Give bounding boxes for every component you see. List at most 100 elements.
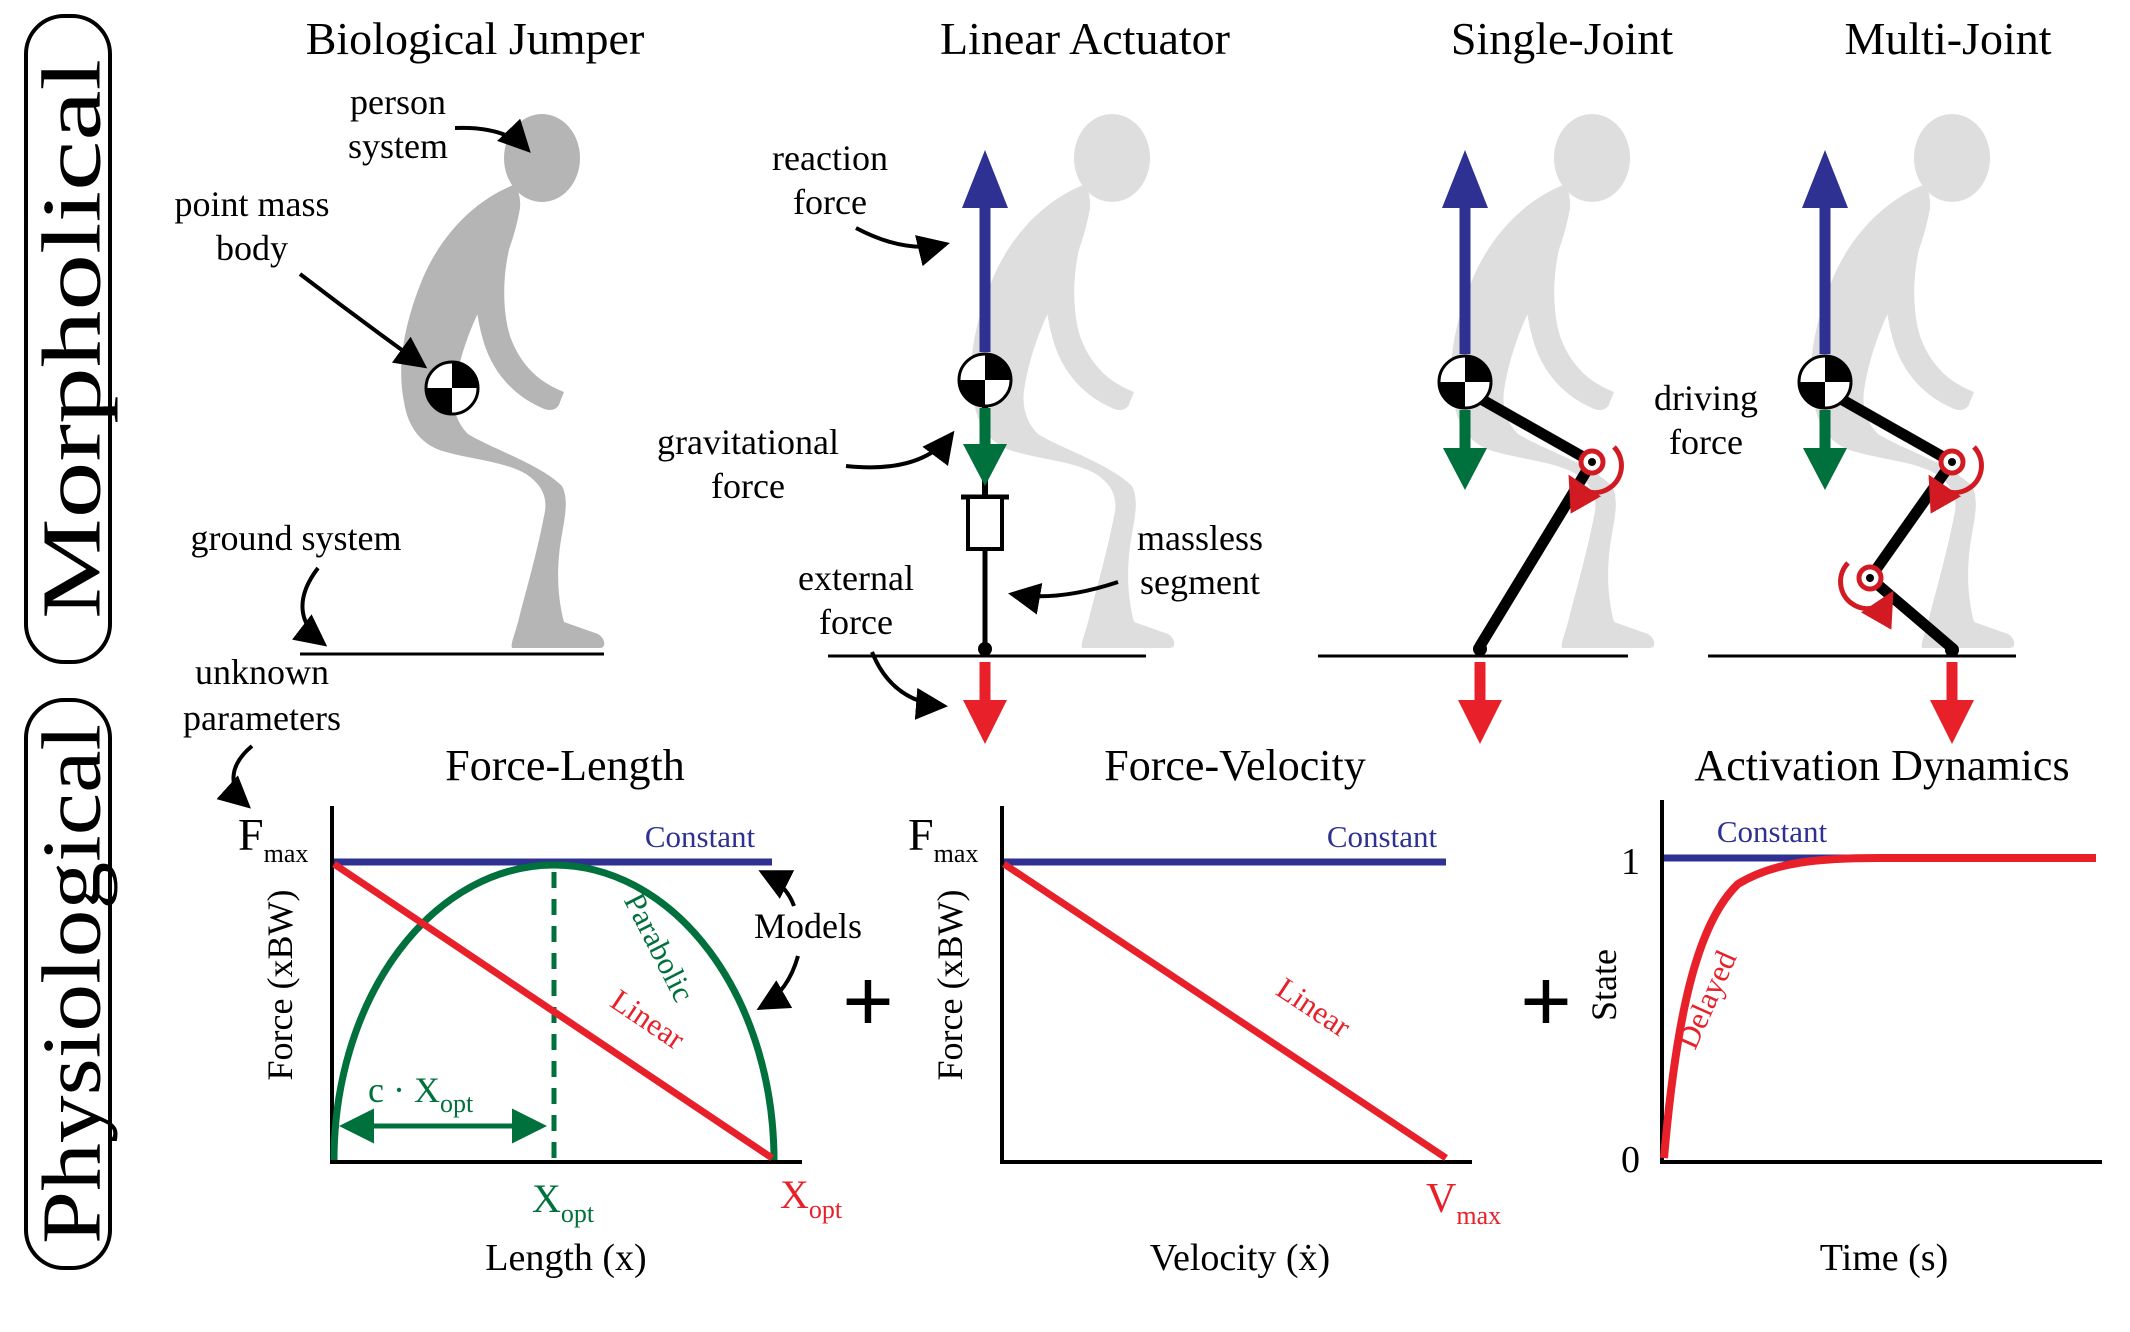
fv-x-label: Velocity (ẋ): [1150, 1237, 1330, 1279]
external-force-arrow-head-4: [1930, 700, 1974, 744]
fl-xopt-green-sub: opt: [561, 1199, 595, 1228]
driving-force-label-2: force: [1669, 422, 1743, 462]
panel-title-biological: Biological Jumper: [306, 13, 645, 64]
fl-xopt-green-label: Xopt: [532, 1176, 595, 1228]
ad-x-label: Time (s): [1820, 1237, 1948, 1279]
fl-xopt-red-label: Xopt: [780, 1172, 843, 1224]
point-mass-arrow: [298, 272, 428, 369]
gravitational-force-label-2: force: [711, 466, 785, 506]
person-system-label-1: person: [350, 82, 446, 122]
plot-force-length: Force-Length Fmax Force (xBW) Length (x)…: [238, 741, 862, 1279]
fl-constant-label: Constant: [645, 819, 756, 854]
ad-tick-one: 1: [1621, 841, 1640, 883]
external-force-pointer: [870, 651, 948, 720]
force-velocity-title: Force-Velocity: [1104, 741, 1365, 790]
fl-c-xopt-label: c · Xopt: [368, 1070, 474, 1118]
fl-xopt-green-base: X: [532, 1176, 561, 1221]
point-mass-label-1: point mass: [174, 184, 329, 224]
panel-linear-actuator: Linear Actuator reaction force gravitati…: [657, 13, 1263, 744]
gravitational-force-label-1: gravitational: [657, 422, 839, 462]
gravitational-force-pointer: [845, 430, 955, 470]
driving-torque-arc-3: [1568, 445, 1624, 514]
plot-activation-dynamics: Activation Dynamics 1 0 State Time (s) C…: [1584, 741, 2102, 1279]
physiological-label: Physiological: [26, 724, 119, 1244]
panel-single-joint: Single-Joint driving force: [1318, 13, 1758, 744]
driving-force-label-1: driving: [1654, 378, 1758, 418]
physiological-box: [24, 698, 112, 1270]
reaction-force-pointer: [855, 226, 950, 267]
knee-joint-pin-4: [1948, 458, 1956, 466]
unknown-parameters-label-1: unknown: [195, 652, 329, 692]
ad-delayed-label: Delayed: [1669, 945, 1743, 1054]
fv-vmax-label: Vmax: [1426, 1176, 1501, 1230]
panel-multi-joint: Multi-Joint: [1708, 13, 2052, 744]
ad-y-label: State: [1584, 949, 1624, 1021]
plot-force-velocity: Force-Velocity Fmax Force (xBW) Velocity…: [908, 741, 1501, 1279]
ankle-torque-arc-4: [1838, 561, 1894, 630]
ad-tick-zero: 0: [1621, 1139, 1640, 1181]
person-system-arrow: [454, 118, 531, 153]
reaction-force-arrow-head-3: [1442, 150, 1488, 208]
morphological-label: Morpholical: [26, 59, 119, 619]
person-system-label-2: system: [348, 126, 448, 166]
massless-segment-pointer: [1008, 580, 1119, 615]
force-length-title: Force-Length: [445, 741, 684, 790]
multi-joint-linkage: [1819, 384, 1958, 654]
panel-title-single-joint: Single-Joint: [1451, 13, 1674, 64]
fv-linear-line: [1002, 861, 1448, 1161]
com-marker-1: [424, 360, 480, 416]
reaction-force-arrow-head-4: [1802, 150, 1848, 208]
massless-segment-label-1: massless: [1137, 518, 1263, 558]
plus-sign-1: +: [842, 950, 894, 1052]
ground-system-label: ground system: [191, 518, 402, 558]
reaction-force-label-2: force: [793, 182, 867, 222]
fl-c-xopt-sub: opt: [440, 1089, 474, 1118]
ground-system-arrow: [292, 566, 328, 647]
reaction-force-arrow-head: [962, 150, 1008, 208]
unknown-parameters-label-2: parameters: [183, 698, 341, 738]
point-mass-label-2: body: [216, 228, 288, 268]
sidebar: Morpholical Physiological: [24, 14, 119, 1270]
fv-y-label: Force (xBW): [930, 890, 970, 1081]
fl-models-arrow-to-parabolic: [756, 955, 800, 1010]
ankle-joint-pin-4: [1866, 574, 1874, 582]
gravitational-force-arrow-head-4: [1803, 448, 1847, 490]
reaction-force-label-1: reaction: [772, 138, 888, 178]
fl-xopt-red-sub: opt: [809, 1195, 843, 1224]
fv-constant-label: Constant: [1327, 819, 1438, 854]
gravitational-force-arrow-head: [963, 444, 1007, 486]
fl-models-arrow-to-constant: [758, 870, 796, 907]
foot-contact-dot-4: [1945, 643, 1959, 657]
fv-fmax-base: F: [908, 809, 934, 860]
massless-segment-label-2: segment: [1140, 562, 1260, 602]
external-force-arrow-head: [963, 700, 1007, 744]
com-marker-2: [957, 352, 1013, 408]
foot-contact-dot-2: [978, 642, 992, 656]
morphological-box: [24, 14, 112, 664]
fl-fmax-sub: max: [264, 839, 309, 868]
piston-cylinder: [966, 495, 1004, 551]
fl-fmax-label: Fmax: [238, 809, 308, 868]
external-force-arrow-head-3: [1458, 700, 1502, 744]
fl-c-xopt-base: c · X: [368, 1070, 440, 1110]
foot-contact-dot-3: [1473, 642, 1487, 656]
external-force-label-1: external: [798, 558, 914, 598]
plus-sign-2: +: [1520, 950, 1572, 1052]
fv-fmax-label: Fmax: [908, 809, 978, 868]
fv-linear-label: Linear: [1270, 970, 1357, 1044]
fv-vmax-sub: max: [1456, 1201, 1501, 1230]
fv-vmax-base: V: [1426, 1176, 1456, 1222]
panel-title-linear-actuator: Linear Actuator: [940, 13, 1230, 64]
fl-x-label: Length (x): [485, 1237, 646, 1279]
com-marker-4: [1797, 354, 1853, 410]
fl-y-label: Force (xBW): [260, 890, 300, 1081]
ad-delayed-curve: [1660, 854, 2096, 1159]
fl-linear-line: [332, 861, 774, 1161]
fl-models-label: Models: [754, 906, 862, 946]
fl-parabolic-curve: [330, 861, 778, 1161]
panel-biological-jumper: Biological Jumper person system point ma…: [174, 13, 645, 809]
unknown-parameters-arrow: [216, 744, 254, 809]
ad-constant-label: Constant: [1717, 814, 1828, 849]
